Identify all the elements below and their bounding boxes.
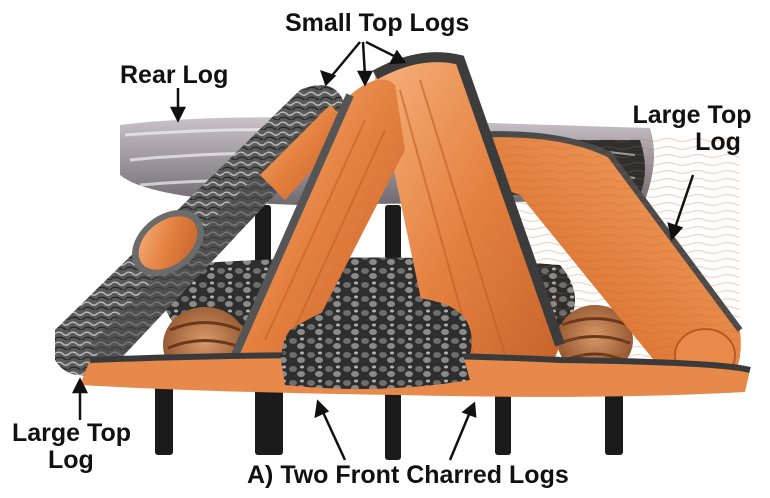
- small-top-logs-label: Small Top Logs: [285, 10, 469, 37]
- large-top-log-left-label-line1: Large Top: [12, 420, 142, 447]
- large-top-log-left-label: Large Top Log: [12, 420, 142, 474]
- rear-log-label: Rear Log: [120, 62, 228, 89]
- large-top-log-left-label-line2: Log: [12, 447, 142, 474]
- front-charred-logs-label: A) Two Front Charred Logs: [247, 462, 569, 489]
- large-top-log-right-label-line1: Large Top: [626, 102, 758, 129]
- large-top-log-right-label: Large Top Log: [626, 102, 758, 156]
- large-top-log-right-label-line2: Log: [626, 129, 758, 156]
